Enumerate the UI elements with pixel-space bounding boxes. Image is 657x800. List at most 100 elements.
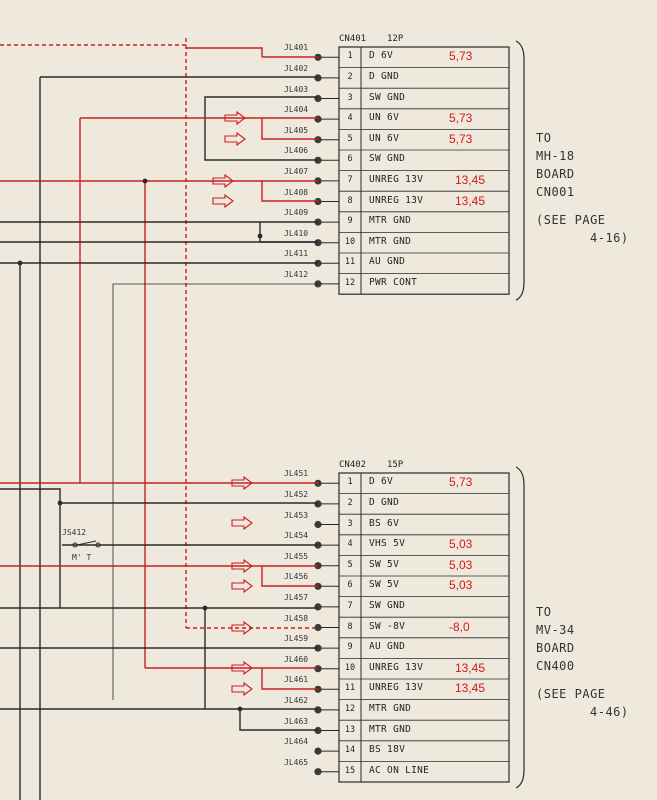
jumper-terminal-icon (314, 74, 322, 82)
pin-number: 1 (347, 51, 353, 62)
pin-number: 4 (347, 539, 353, 550)
jumper-label: JL459 (284, 634, 309, 644)
pin-signal-label: SW GND (369, 153, 406, 165)
thin-wire (112, 283, 318, 700)
jumper-terminal-icon (314, 665, 322, 673)
jumper-label: JL453 (284, 510, 309, 520)
red-dashed-wire (0, 36, 187, 46)
jumper-label: JL409 (284, 208, 309, 218)
destination-label: BOARD (536, 641, 575, 655)
red-wire (79, 480, 318, 484)
signal-arrow-icon (224, 110, 246, 126)
jumper-label: JL407 (284, 166, 309, 176)
red-wire (261, 668, 318, 690)
pin-number: 2 (347, 71, 353, 82)
pin-signal-label: PWR CONT (369, 276, 418, 288)
jumper-label: JL461 (284, 675, 309, 685)
jumper-terminal-icon (314, 115, 322, 123)
jumper-label: JL412 (284, 269, 309, 279)
pin-number: 12 (344, 277, 356, 288)
jumper-label: JL408 (284, 187, 309, 197)
pin-number: 7 (347, 174, 353, 185)
jumper-terminal-icon (314, 623, 322, 632)
junction-dot (257, 233, 263, 239)
switch-name: JS412 (62, 528, 87, 537)
jumper-label: JL405 (284, 125, 309, 135)
pin-signal-label: UN 6V (369, 112, 400, 124)
voltage-reading: 5,03 (449, 557, 473, 572)
voltage-reading: 13,45 (455, 681, 486, 696)
signal-arrow-icon (231, 578, 253, 594)
connector-name: CN402 (339, 460, 367, 470)
jumper-label: JL410 (284, 228, 309, 238)
black-wire (0, 221, 318, 243)
destination-label: MH-18 (536, 149, 575, 163)
pin-number: 3 (347, 92, 353, 103)
pin-number: 14 (344, 745, 356, 756)
jumper-label: JL452 (284, 489, 309, 499)
jumper-label: JL451 (284, 469, 309, 479)
pin-signal-label: SW GND (369, 599, 406, 611)
pin-signal-label: MTR GND (369, 723, 412, 735)
jumper-terminal-icon (314, 603, 322, 611)
jumper-label: JL457 (284, 592, 309, 602)
signal-arrow-icon (231, 475, 253, 491)
pin-number: 7 (347, 600, 353, 611)
jumper-label: JL454 (284, 531, 309, 541)
switch-label: M' T (72, 553, 92, 562)
jumper-label: JL462 (284, 695, 309, 705)
pin-signal-label: AU GND (369, 641, 406, 653)
pin-signal-label: AU GND (369, 256, 406, 268)
jumper-label: JL406 (284, 146, 309, 156)
voltage-reading: -8,0 (449, 619, 470, 634)
signal-arrow-icon (212, 173, 234, 189)
jumper-terminal-icon (314, 768, 322, 776)
pin-signal-label: AC ON LINE (369, 764, 430, 776)
destination-label: BOARD (536, 167, 575, 181)
destination-label: MV-34 (536, 623, 575, 637)
see-page-number: 4-46) (590, 705, 629, 719)
voltage-reading: 5,73 (449, 111, 473, 126)
pin-number: 4 (347, 113, 353, 124)
jumper-label: JL456 (284, 572, 309, 582)
pin-signal-label: D GND (369, 496, 400, 508)
red-wire (261, 566, 318, 587)
signal-arrow-icon (231, 558, 253, 574)
red-wire (261, 181, 318, 202)
voltage-reading: 5,03 (449, 578, 473, 593)
pin-signal-label: SW 5V (369, 579, 400, 591)
pin-number: 9 (347, 642, 353, 653)
see-page-number: 4-16) (590, 231, 629, 245)
pin-signal-label: MTR GND (369, 702, 412, 714)
pin-number: 8 (347, 195, 353, 206)
voltage-reading: 5,73 (449, 49, 473, 64)
connector-bottom-box (338, 472, 510, 783)
pin-signal-label: D 6V (369, 476, 394, 488)
voltage-reading: 5,73 (449, 131, 473, 146)
jumper-label: JL458 (284, 613, 309, 623)
pin-signal-label: SW -8V (369, 620, 406, 632)
red-wire (186, 47, 263, 57)
see-page-label: (SEE PAGE (536, 213, 606, 227)
pin-signal-label: MTR GND (369, 215, 412, 227)
signal-arrow-icon (231, 681, 253, 697)
pin-signal-label: BS 6V (369, 517, 400, 529)
jumper-label: JL404 (284, 105, 309, 115)
pin-number: 10 (344, 236, 356, 247)
jumper-label: JL402 (284, 63, 309, 73)
signal-arrow-icon (231, 515, 253, 531)
voltage-reading: 5,03 (449, 537, 473, 552)
pin-signal-label: SW 5V (369, 558, 400, 570)
jumper-terminal-icon (314, 747, 322, 755)
jumper-label: JL464 (284, 737, 309, 747)
pin-signal-label: MTR GND (369, 235, 412, 247)
jumper-terminal-icon (314, 94, 322, 103)
black-wire (0, 488, 318, 504)
pin-signal-label: VHS 5V (369, 538, 406, 550)
jumper-label: JL460 (284, 654, 309, 664)
signal-arrow-icon (212, 193, 234, 209)
signal-arrow-icon (224, 131, 246, 147)
jumper-label: JL455 (284, 551, 309, 561)
